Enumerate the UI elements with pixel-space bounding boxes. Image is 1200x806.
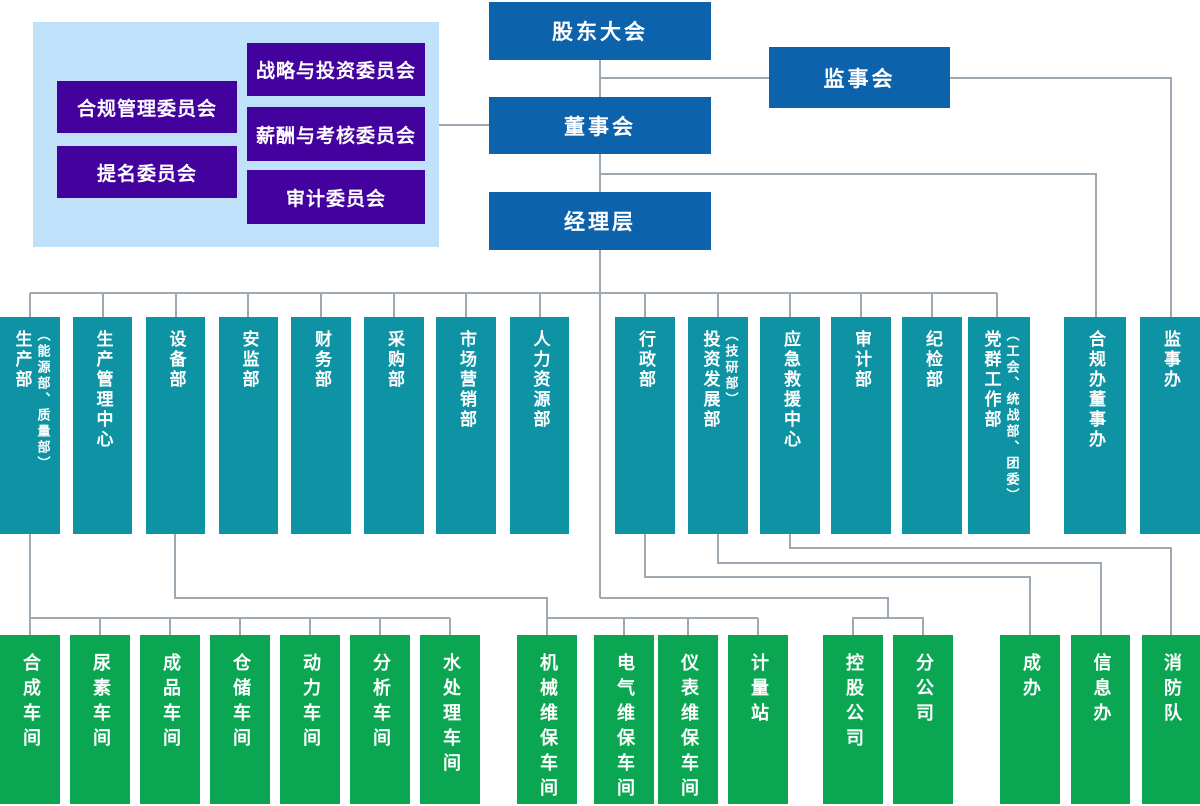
unit-branch-company: 分公司 <box>893 635 953 804</box>
dept-production: 生产部 （能源部、质量部） <box>0 317 60 534</box>
dept-procurement: 采购部 <box>364 317 424 534</box>
unit-cheng-office: 成办 <box>1000 635 1060 804</box>
node-shareholders-meeting: 股东大会 <box>489 2 711 60</box>
unit-label: 仪表维保车间 <box>678 653 699 803</box>
unit-water-treatment-workshop: 水处理车间 <box>420 635 480 804</box>
unit-label: 信息办 <box>1090 653 1112 728</box>
dept-administration: 行政部 <box>615 317 675 534</box>
dept-marketing: 市场营销部 <box>436 317 496 534</box>
unit-label: 分公司 <box>913 653 934 728</box>
dept-label: 投资发展部 <box>699 330 720 430</box>
unit-fire-brigade: 消防队 <box>1142 635 1200 804</box>
dept-party-mass-work: 党群工作部 （工会、统战部、团委） <box>968 317 1030 534</box>
dept-finance: 财务部 <box>291 317 351 534</box>
unit-urea-workshop: 尿素车间 <box>70 635 130 804</box>
dept-emergency-rescue-center: 应急救援中心 <box>760 317 820 534</box>
dept-equipment: 设备部 <box>146 317 205 534</box>
dept-label: 审计部 <box>851 330 871 390</box>
committee-audit: 审计委员会 <box>247 170 425 224</box>
node-board-of-directors: 董事会 <box>489 97 711 154</box>
unit-label: 成办 <box>1020 653 1041 703</box>
node-supervisory-board: 监事会 <box>769 47 950 108</box>
committee-compliance-management: 合规管理委员会 <box>57 81 237 133</box>
unit-metering-station: 计量站 <box>728 635 788 804</box>
unit-synthesis-workshop: 合成车间 <box>0 635 60 804</box>
unit-power-workshop: 动力车间 <box>280 635 340 804</box>
committee-nomination: 提名委员会 <box>57 146 237 198</box>
dept-label: 监事办 <box>1160 330 1180 390</box>
dept-label: 应急救援中心 <box>780 330 800 450</box>
dept-label: 合规办董事办 <box>1085 330 1105 450</box>
dept-label: 生产部 <box>11 330 32 390</box>
unit-label: 成品车间 <box>160 653 181 753</box>
dept-safety-supervision: 安监部 <box>219 317 278 534</box>
unit-label: 水处理车间 <box>440 653 461 778</box>
dept-sublabel: （技研部） <box>722 328 738 408</box>
unit-label: 消防队 <box>1161 653 1182 728</box>
dept-label: 纪检部 <box>922 330 942 390</box>
dept-human-resources: 人力资源部 <box>510 317 569 534</box>
dept-label: 安监部 <box>238 330 259 390</box>
unit-label: 仓储车间 <box>230 653 251 753</box>
dept-compliance-board-office: 合规办董事办 <box>1064 317 1126 534</box>
dept-investment-development: 投资发展部 （技研部） <box>688 317 748 534</box>
unit-information-office: 信息办 <box>1071 635 1130 804</box>
dept-production-management-center: 生产管理中心 <box>73 317 132 534</box>
unit-warehousing-workshop: 仓储车间 <box>210 635 270 804</box>
unit-label: 动力车间 <box>300 653 321 753</box>
unit-holding-company: 控股公司 <box>823 635 883 804</box>
unit-label: 合成车间 <box>20 653 41 753</box>
dept-label: 行政部 <box>635 330 655 390</box>
dept-sublabel: （能源部、质量部） <box>34 328 50 472</box>
unit-label: 计量站 <box>748 653 769 728</box>
unit-label: 分析车间 <box>370 653 391 753</box>
dept-audit: 审计部 <box>831 317 891 534</box>
unit-analysis-workshop: 分析车间 <box>350 635 410 804</box>
committee-remuneration-assessment: 薪酬与考核委员会 <box>247 107 425 161</box>
dept-label: 设备部 <box>165 330 186 390</box>
unit-mechanical-maintenance-workshop: 机械维保车间 <box>517 635 577 804</box>
dept-label: 生产管理中心 <box>92 330 113 450</box>
dept-discipline-inspection: 纪检部 <box>902 317 962 534</box>
dept-label: 采购部 <box>384 330 404 390</box>
dept-label: 财务部 <box>311 330 331 390</box>
unit-label: 尿素车间 <box>90 653 111 753</box>
node-management-level: 经理层 <box>489 192 711 250</box>
unit-finished-product-workshop: 成品车间 <box>140 635 200 804</box>
dept-label: 市场营销部 <box>456 330 476 430</box>
unit-instrument-maintenance-workshop: 仪表维保车间 <box>658 635 718 804</box>
dept-supervisory-office: 监事办 <box>1140 317 1200 534</box>
dept-sublabel: （工会、统战部、团委） <box>1003 328 1019 504</box>
dept-label: 人力资源部 <box>529 330 550 430</box>
unit-label: 电气维保车间 <box>614 653 635 803</box>
dept-label: 党群工作部 <box>980 330 1001 430</box>
unit-electrical-maintenance-workshop: 电气维保车间 <box>594 635 654 804</box>
unit-label: 控股公司 <box>843 653 864 753</box>
committee-strategy-investment: 战略与投资委员会 <box>247 43 425 96</box>
unit-label: 机械维保车间 <box>537 653 558 803</box>
